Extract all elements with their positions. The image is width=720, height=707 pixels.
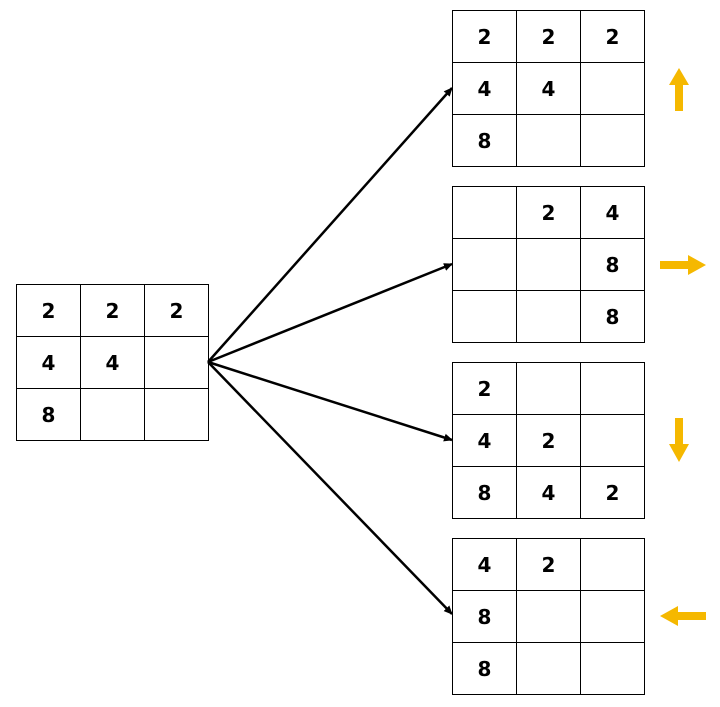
grid-cell: 2	[17, 285, 81, 337]
grid-cell	[581, 63, 645, 115]
grid-cell: 2	[517, 187, 581, 239]
grid-cell: 8	[453, 467, 517, 519]
grid-cell	[581, 415, 645, 467]
grid-cell: 8	[453, 115, 517, 167]
connector-arrow-up	[207, 87, 453, 363]
grid-cell	[517, 115, 581, 167]
grid-cell	[517, 591, 581, 643]
grid-cell: 4	[517, 63, 581, 115]
grid-cell: 4	[453, 539, 517, 591]
result-grid-right: 2 4 8 8	[452, 186, 645, 343]
grid-cell	[581, 643, 645, 695]
grid-cell	[517, 643, 581, 695]
result-grid-left: 4 2 8 8	[452, 538, 645, 695]
grid-cell: 4	[81, 337, 145, 389]
grid-cell	[517, 291, 581, 343]
grid-cell: 8	[581, 239, 645, 291]
grid-cell	[453, 291, 517, 343]
grid-cell: 2	[81, 285, 145, 337]
grid-cell: 2	[453, 11, 517, 63]
grid-cell: 4	[453, 63, 517, 115]
grid-cell	[581, 591, 645, 643]
connector-arrow-down	[207, 360, 453, 442]
grid-cell: 2	[581, 11, 645, 63]
start-grid: 2 2 2 4 4 8	[16, 284, 209, 441]
grid-cell	[517, 363, 581, 415]
arrow-up-icon	[669, 68, 689, 111]
grid-cell: 4	[17, 337, 81, 389]
grid-cell: 2	[517, 11, 581, 63]
grid-cell	[581, 539, 645, 591]
grid-cell	[581, 363, 645, 415]
grid-cell: 2	[453, 363, 517, 415]
grid-cell: 8	[581, 291, 645, 343]
grid-cell: 4	[517, 467, 581, 519]
grid-cell: 2	[517, 415, 581, 467]
connector-arrow-left	[207, 361, 453, 615]
grid-cell: 2	[145, 285, 209, 337]
grid-cell: 4	[581, 187, 645, 239]
arrow-left-icon	[660, 606, 706, 626]
arrow-down-icon	[669, 418, 689, 462]
grid-cell: 8	[453, 591, 517, 643]
grid-cell: 8	[453, 643, 517, 695]
result-grid-down: 2 4 2 8 4 2	[452, 362, 645, 519]
grid-cell	[517, 239, 581, 291]
grid-cell	[581, 115, 645, 167]
grid-cell	[453, 187, 517, 239]
grid-cell	[145, 389, 209, 441]
grid-cell: 2	[581, 467, 645, 519]
grid-cell: 4	[453, 415, 517, 467]
grid-cell: 2	[517, 539, 581, 591]
grid-cell	[453, 239, 517, 291]
connector-arrow-right	[207, 262, 453, 364]
arrow-right-icon	[660, 255, 706, 275]
grid-cell: 8	[17, 389, 81, 441]
connector-arrows	[207, 87, 453, 615]
grid-cell	[145, 337, 209, 389]
grid-cell	[81, 389, 145, 441]
result-grid-up: 2 2 2 4 4 8	[452, 10, 645, 167]
